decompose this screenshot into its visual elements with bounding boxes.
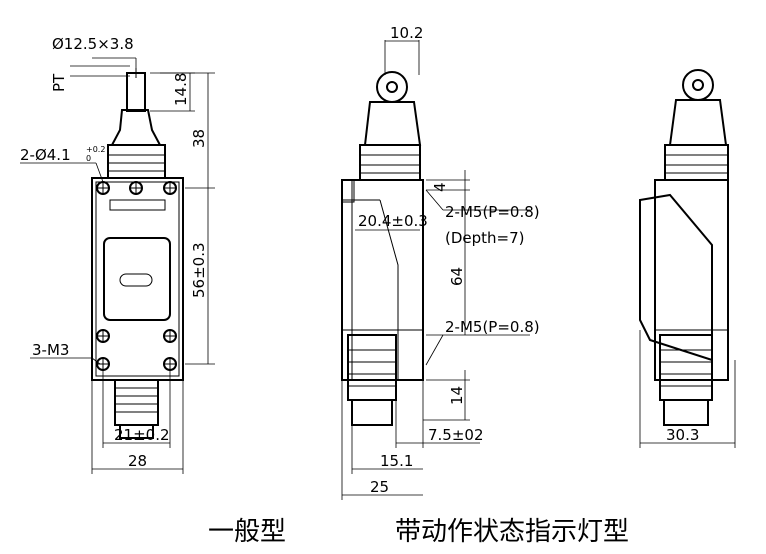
dim-pt: PT (50, 73, 68, 92)
front-roller (126, 72, 146, 112)
dim-bottom-offset: 14 (448, 386, 466, 405)
front-actuator-head (110, 109, 162, 146)
dim-side-depth: 20.4±0.3 (358, 212, 428, 230)
dim-indicator-width: 30.3 (666, 426, 699, 444)
side-roller (376, 71, 408, 103)
dim-actuator-height: 38 (190, 129, 208, 148)
front-indicator-window (119, 273, 153, 287)
dim-roller-width: 10.2 (390, 24, 423, 42)
caption-general-type: 一般型 (208, 517, 286, 547)
dim-mount-spacing-vertical: 56±0.3 (190, 242, 208, 298)
dim-body-width-front: 28 (128, 452, 147, 470)
side-cable-gland (347, 334, 397, 401)
dim-side-thread-bottom: 2-M5(P=0.8) (445, 318, 540, 336)
indicator-body (654, 179, 729, 381)
indicator-roller (682, 69, 714, 101)
indicator-view (639, 69, 736, 448)
dim-side-thread-depth: (Depth=7) (445, 229, 525, 247)
side-actuator-body (359, 144, 421, 181)
dim-top-step: 4 (431, 182, 449, 192)
side-actuator-head (363, 101, 422, 146)
dim-roller-diameter: Ø12.5×3.8 (52, 35, 134, 53)
side-view (341, 40, 530, 500)
indicator-actuator-body (664, 144, 729, 181)
dim-mount-holes: 2-Ø4.1 (20, 146, 71, 164)
dim-side-thread-top: 2-M5(P=0.8) (445, 203, 540, 221)
dim-hole-spacing-horizontal: 21±0.2 (114, 426, 170, 444)
dim-side-offset: 7.5±02 (428, 426, 484, 444)
front-view (20, 57, 215, 474)
front-actuator-body (107, 144, 166, 179)
indicator-cable-gland (659, 334, 713, 401)
front-cable-gland (114, 379, 159, 426)
dim-bottom-threads: 3-M3 (32, 341, 69, 359)
caption-indicator-type: 带动作状态指示灯型 (395, 517, 629, 547)
dim-side-width-inner: 15.1 (380, 452, 413, 470)
indicator-actuator-head (668, 99, 728, 146)
dim-mount-hole-tol-lower: 0 (86, 154, 91, 163)
dim-mount-hole-tol-upper: +0.2 (86, 145, 105, 154)
dim-side-spacing: 64 (448, 267, 466, 286)
dim-roller-offset: 14.8 (172, 73, 190, 106)
dim-side-width-total: 25 (370, 478, 389, 496)
front-label-panel (103, 237, 171, 321)
